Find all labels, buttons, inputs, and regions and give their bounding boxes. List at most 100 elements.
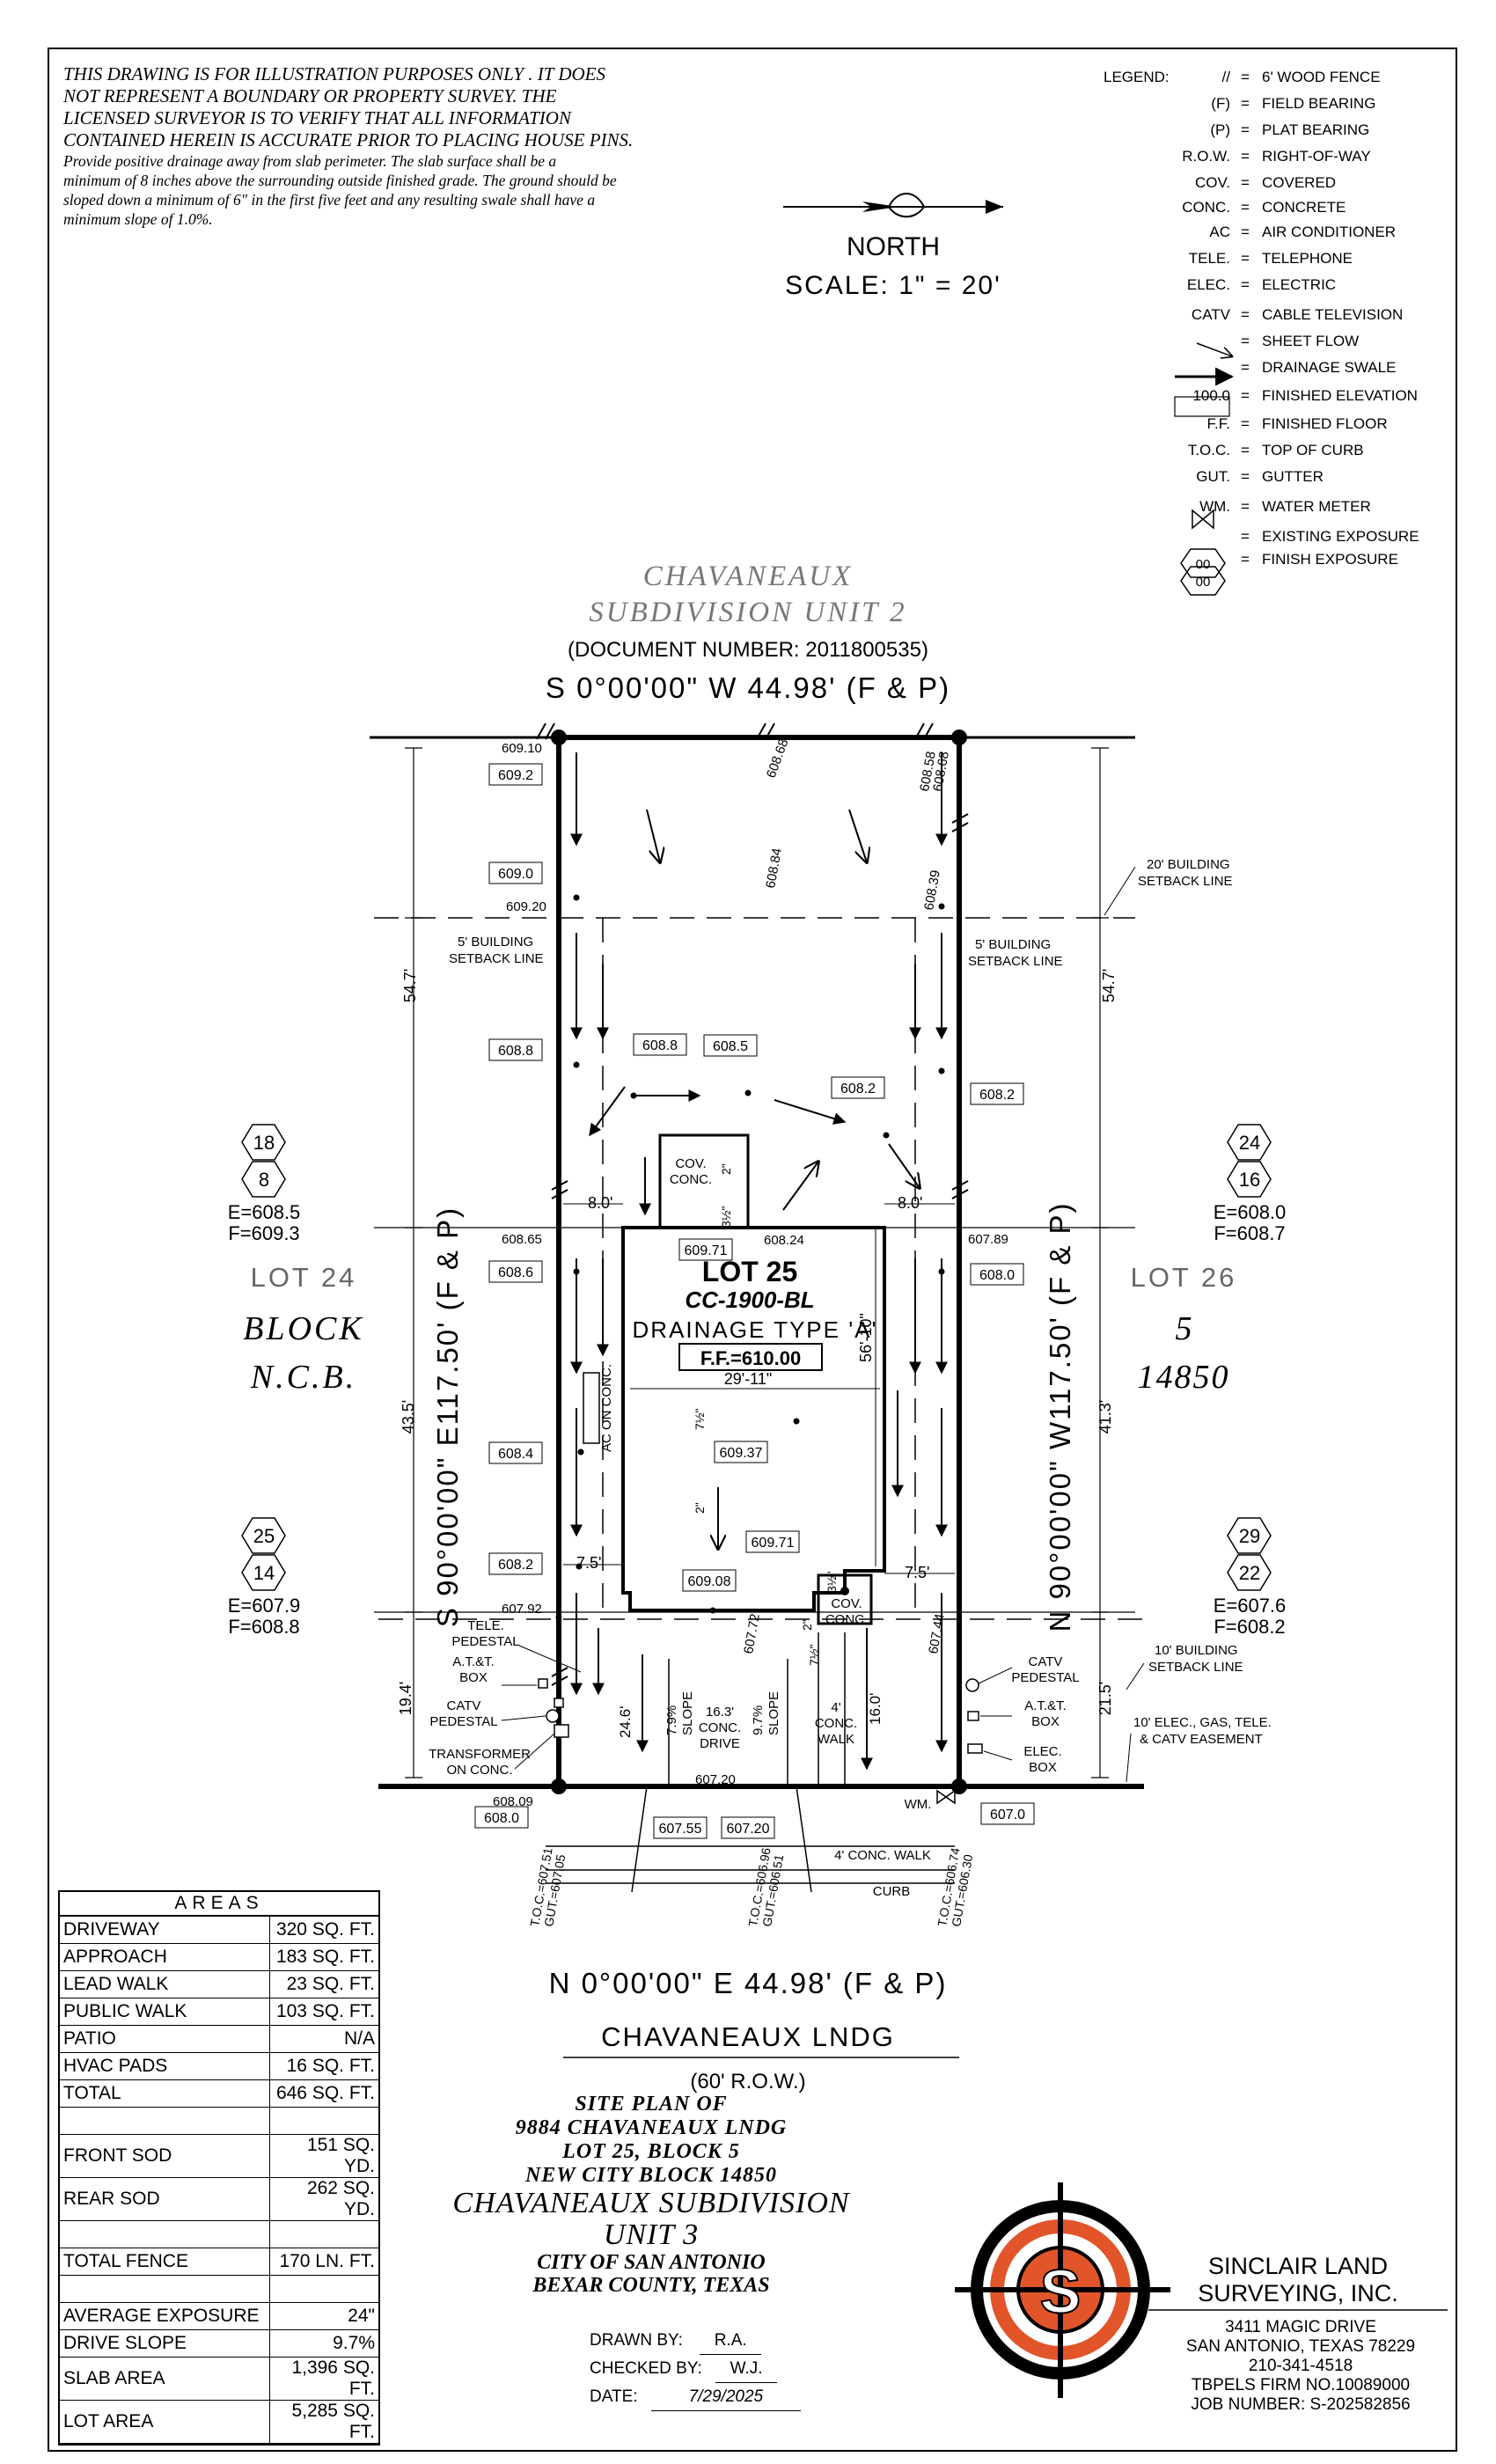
elev-text: 608.09 (493, 1794, 533, 1809)
slope-right-2: SLOPE (766, 1691, 781, 1735)
street-name: CHAVANEAUX LNDG (601, 2021, 895, 2052)
legend-equals: = (1241, 250, 1250, 267)
elev: 608.0 (979, 1268, 1015, 1283)
areas-value (269, 2107, 378, 2135)
areas-label: HVAC PADS (60, 2052, 270, 2080)
setback-5-right-l1: 5' BUILDING (975, 937, 1051, 952)
exposure-f: F=609.3 (228, 1222, 299, 1244)
checked-value: W.J. (715, 2355, 778, 2383)
dim-bot-right: 21.5' (1096, 1682, 1114, 1715)
scale-label: SCALE: 1" = 20' (785, 271, 1001, 300)
areas-label: PATIO (60, 2025, 270, 2053)
exposure-existing: 29 (1239, 1525, 1260, 1547)
drawn-label: DRAWN BY: (590, 2331, 683, 2350)
legend-equals: = (1241, 148, 1250, 165)
title-l8: BEXAR COUNTY, TEXAS (532, 2274, 770, 2297)
company-name-1: SINCLAIR LAND (1207, 2253, 1389, 2279)
exposure-e: E=608.5 (228, 1201, 301, 1223)
wm-label: WM. (905, 1797, 932, 1812)
title-l7: CITY OF SAN ANTONIO (537, 2251, 766, 2274)
cov-conc-top-2: CONC. (670, 1172, 712, 1187)
easement-l2: & CATV EASEMENT (1140, 1732, 1263, 1747)
north-arrow-icon (783, 193, 1003, 218)
catv-right-2: PEDESTAL (1011, 1670, 1079, 1685)
transformer-1: TRANSFORMER (429, 1747, 531, 1762)
elev: 608.6 (498, 1265, 533, 1280)
curb-label: CURB (873, 1884, 911, 1899)
areas-value: 646 SQ. FT. (269, 2079, 378, 2108)
dim-side-left: 8.0' (588, 1194, 612, 1212)
drainage-note: sloped down a minimum of 6" in the first… (63, 191, 596, 209)
house-depth: 56'-10" (857, 1313, 875, 1362)
exposure-e: E=607.6 (1214, 1595, 1287, 1617)
title-l1: SITE PLAN OF (575, 2093, 728, 2116)
slope-right: 9.7% (751, 1705, 766, 1735)
disclaimer: THIS DRAWING IS FOR ILLUSTRATION PURPOSE… (63, 63, 732, 229)
company-job: JOB NUMBER: S-202582856 (1191, 2395, 1411, 2414)
covered-porch-top (658, 1133, 750, 1229)
areas-value: N/A (269, 2025, 378, 2053)
setback-5-left-l1: 5' BUILDING (458, 935, 533, 950)
catv-left-2: PEDESTAL (429, 1714, 497, 1729)
left-bearing: S 90°00'00" E117.50' (F & P) (431, 1206, 464, 1627)
right-bearing: N 90°00'00" W117.50' (F & P) (1044, 1201, 1076, 1632)
plan-label: CC-1900-BL (685, 1287, 814, 1313)
exposure-left-top: 18 8 E=608.5 F=609.3 (228, 1124, 301, 1244)
cov-conc-bot-1: COV. (831, 1596, 862, 1611)
drawn-value: R.A. (700, 2327, 762, 2355)
slope-left-2: SLOPE (680, 1691, 695, 1735)
exposure-right-bot: 29 22 E=607.6 F=608.2 (1214, 1517, 1287, 1638)
att-left-1: A.T.&T. (452, 1654, 495, 1669)
legend-symbol: (P) (1210, 121, 1230, 138)
easement-l1: 10' ELEC., GAS, TELE. (1133, 1715, 1272, 1730)
areas-label (60, 2220, 270, 2248)
exposure-right-top: 24 16 E=608.0 F=608.7 (1214, 1124, 1286, 1244)
areas-value (269, 2220, 378, 2248)
title-l2: 9884 CHAVANEAUX LNDG (515, 2116, 788, 2139)
legend-desc: ELECTRIC (1262, 276, 1337, 293)
areas-label: FRONT SOD (60, 2134, 270, 2178)
legend-equals: = (1241, 528, 1250, 545)
areas-label: TOTAL (60, 2079, 270, 2108)
legend-equals: = (1241, 224, 1250, 240)
legend-symbol: CATV (1191, 306, 1230, 323)
legend-desc: 6' WOOD FENCE (1262, 69, 1381, 85)
areas-value: 24" (269, 2302, 378, 2330)
areas-value: 170 LN. FT. (269, 2248, 378, 2276)
public-walk: 4' CONC. WALK (834, 1848, 931, 1863)
north-label: NORTH (847, 232, 940, 261)
legend-equals: = (1241, 276, 1250, 293)
areas-label: TOTAL FENCE (60, 2248, 270, 2276)
legend-equals: = (1241, 498, 1250, 515)
elev: 608.4 (498, 1447, 533, 1462)
areas-value: 9.7% (269, 2329, 378, 2358)
legend-equals: = (1241, 387, 1250, 404)
legend-equals: = (1241, 174, 1250, 191)
areas-value: 320 SQ. FT. (269, 1917, 378, 1944)
legend-desc: TOP OF CURB (1262, 442, 1364, 458)
areas-title: AREAS (60, 1892, 378, 1917)
areas-label: LEAD WALK (60, 1970, 270, 1998)
company-name-2: SURVEYING, INC. (1198, 2280, 1398, 2306)
exposure-existing: 24 (1239, 1132, 1260, 1154)
dim-mid-right: 41.3' (1096, 1400, 1114, 1434)
elev-text: 607.89 (968, 1232, 1008, 1247)
transformer-2: ON CONC. (447, 1763, 513, 1778)
tele-2: PEDESTAL (451, 1634, 519, 1649)
disclaimer-line: CONTAINED HEREIN IS ACCURATE PRIOR TO PL… (63, 129, 634, 150)
cov-conc-top-1: COV. (675, 1156, 706, 1171)
exposure-existing: 25 (253, 1525, 275, 1547)
setback-5-left-l2: SETBACK LINE (449, 951, 544, 966)
elev-text: 608.84 (763, 847, 785, 890)
title-l4: NEW CITY BLOCK 14850 (524, 2164, 778, 2187)
tele-1: TELE. (467, 1618, 504, 1633)
legend-title: LEGEND: (1104, 69, 1170, 88)
legend-desc: FINISH EXPOSURE (1262, 551, 1398, 568)
legend-symbol: WM. (1199, 498, 1230, 515)
